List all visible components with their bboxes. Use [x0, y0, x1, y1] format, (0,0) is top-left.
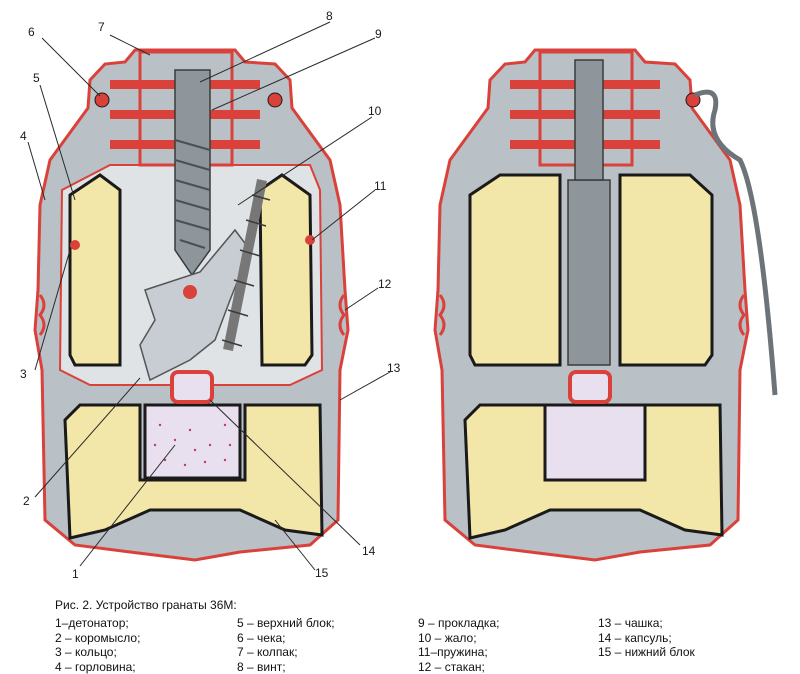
callout-14: 14 — [362, 544, 376, 558]
striker-tube — [568, 180, 610, 365]
callout-10: 10 — [368, 104, 382, 118]
legend-item: 5 – верхний блок; — [237, 616, 335, 631]
legend-column-2: 5 – верхний блок; 6 – чека; 7 – колпак; … — [237, 616, 335, 674]
screw-right — [575, 60, 603, 180]
capsule — [172, 372, 212, 402]
callout-9: 9 — [375, 27, 382, 41]
detonator-cup — [145, 405, 240, 478]
legend-item: 9 – прокладка; — [418, 616, 499, 631]
callout-12: 12 — [378, 277, 392, 291]
legend-item: 11–пружина; — [418, 645, 499, 660]
callout-1: 1 — [72, 567, 79, 581]
legend-item: 14 – капсуль; — [598, 631, 695, 646]
legend-item: 6 – чека; — [237, 631, 335, 646]
upper-block-right-grenade — [470, 175, 560, 365]
legend-item: 2 – коромысло; — [55, 631, 140, 646]
upper-block-right — [260, 175, 312, 365]
legend-item: 10 – жало; — [418, 631, 499, 646]
legend-item: 13 – чашка; — [598, 616, 695, 631]
lever-pivot — [183, 285, 197, 299]
ring-right — [305, 235, 315, 245]
callout-15: 15 — [315, 566, 329, 580]
grenade-left — [35, 50, 348, 560]
ring-left — [70, 240, 80, 250]
legend-item: 7 – колпак; — [237, 645, 335, 660]
pin-right — [268, 93, 282, 107]
legend-item: 8 – винт; — [237, 660, 335, 674]
callout-11: 11 — [374, 179, 387, 193]
callout-8: 8 — [326, 9, 333, 23]
legend-item: 12 – стакан; — [418, 660, 499, 674]
callout-13: 13 — [387, 361, 401, 375]
callout-3: 3 — [20, 367, 27, 381]
legend-item: 3 – кольцо; — [55, 645, 140, 660]
legend-column-1: 1–детонатор; 2 – коромысло; 3 – кольцо; … — [55, 616, 140, 674]
detonator-cup-right — [545, 405, 645, 480]
callout-2: 2 — [23, 494, 30, 508]
caption-title: Рис. 2. Устройство гранаты 36М: — [55, 598, 237, 612]
legend-item: 1–детонатор; — [55, 616, 140, 631]
legend-item: 15 – нижний блок — [598, 645, 695, 660]
pin-left — [95, 93, 109, 107]
grenade-diagram: 6 7 8 9 5 10 4 11 12 3 13 2 14 1 15 — [0, 0, 800, 590]
grenade-right — [435, 50, 775, 560]
callout-6: 6 — [28, 25, 35, 39]
legend-column-3: 9 – прокладка; 10 – жало; 11–пружина; 12… — [418, 616, 499, 674]
callout-4: 4 — [20, 129, 27, 143]
upper-block-left — [70, 175, 120, 365]
capsule-right — [570, 372, 610, 402]
callout-5: 5 — [33, 71, 40, 85]
legend-item: 4 – горловина; — [55, 660, 140, 674]
legend-column-4: 13 – чашка; 14 – капсуль; 15 – нижний бл… — [598, 616, 695, 660]
upper-block-right-grenade-2 — [620, 175, 712, 365]
callout-7: 7 — [98, 20, 105, 34]
